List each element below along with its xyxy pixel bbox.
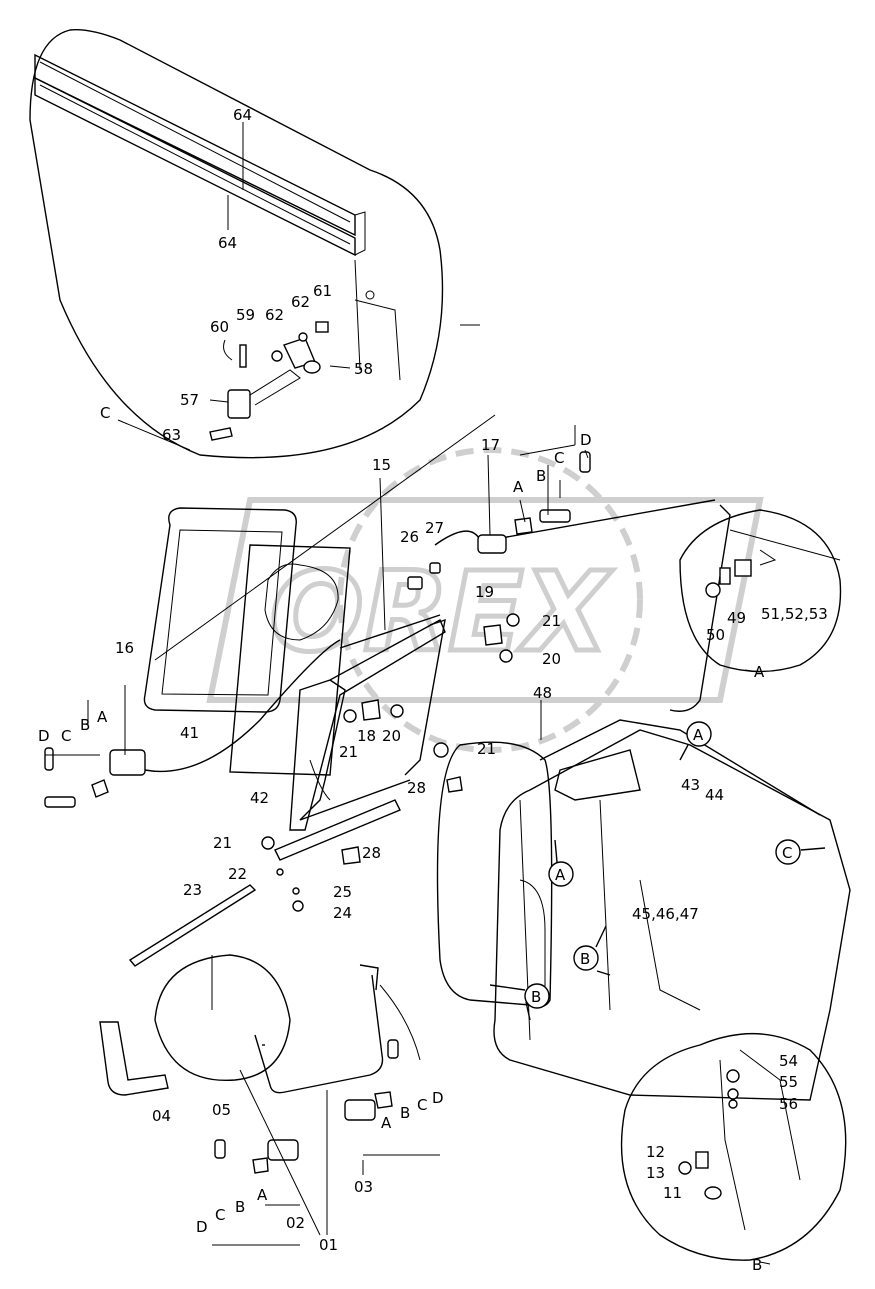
sub-top-C: C <box>554 449 564 467</box>
label-20b: 20 <box>382 727 401 745</box>
label-64-bottom: 64 <box>218 234 237 252</box>
label-62b: 62 <box>265 306 284 324</box>
label-17: 17 <box>481 436 500 454</box>
detail-view-c <box>29 29 480 459</box>
sub-left-B: B <box>80 716 90 734</box>
sub-top-A: A <box>513 478 524 496</box>
label-24: 24 <box>333 904 352 922</box>
label-43: 43 <box>681 776 700 794</box>
callout-letters: A A B B C <box>531 726 792 1006</box>
sub-r03-C: C <box>417 1096 427 1114</box>
label-20a: 20 <box>542 650 561 668</box>
sub-r02-A: A <box>257 1186 268 1204</box>
label-56: 56 <box>779 1095 798 1113</box>
label-58: 58 <box>354 360 373 378</box>
label-B-detail: B <box>752 1256 762 1274</box>
sub-top-D: D <box>580 431 592 449</box>
label-61: 61 <box>313 282 332 300</box>
label-55: 55 <box>779 1073 798 1091</box>
callout-A-roof: A <box>693 726 704 744</box>
label-05: 05 <box>212 1101 231 1119</box>
label-15: 15 <box>372 456 391 474</box>
sub-top-B: B <box>536 467 546 485</box>
label-26: 26 <box>400 528 419 546</box>
label-28a: 28 <box>407 779 426 797</box>
label-23: 23 <box>183 881 202 899</box>
label-42: 42 <box>250 789 269 807</box>
label-50: 50 <box>706 626 725 644</box>
label-64-top: 64 <box>233 106 252 124</box>
label-60: 60 <box>210 318 229 336</box>
sub-left-A: A <box>97 708 108 726</box>
callout-C-rear: C <box>782 844 792 862</box>
watermark: OREX <box>206 447 764 753</box>
label-57: 57 <box>180 391 199 409</box>
callout-B-pillar2: B <box>531 988 541 1006</box>
label-01: 01 <box>319 1236 338 1254</box>
cab-structure <box>44 414 851 1265</box>
label-63: 63 <box>162 426 181 444</box>
label-51-53: 51,52,53 <box>761 605 828 623</box>
label-54: 54 <box>779 1052 798 1070</box>
label-A-detail: A <box>754 663 765 681</box>
part-labels: 64 64 61 62 59 62 60 58 57 63 C 17 15 16… <box>100 106 828 1274</box>
label-49: 49 <box>727 609 746 627</box>
watermark-text: OREX <box>270 548 613 676</box>
callout-B-pillar1: B <box>580 950 590 968</box>
sub-left-D: D <box>38 727 50 745</box>
label-41: 41 <box>180 724 199 742</box>
label-21b: 21 <box>339 743 358 761</box>
label-21d: 21 <box>213 834 232 852</box>
label-44: 44 <box>705 786 724 804</box>
label-21a: 21 <box>542 612 561 630</box>
label-21c: 21 <box>477 740 496 758</box>
sub-letter-labels: A B C D D C B A A B C D A B C D <box>38 431 592 1236</box>
label-19: 19 <box>475 583 494 601</box>
sub-r03-D: D <box>432 1089 444 1107</box>
label-13: 13 <box>646 1164 665 1182</box>
label-18: 18 <box>357 727 376 745</box>
sub-r02-C: C <box>215 1206 225 1224</box>
callout-A-front: A <box>555 866 566 884</box>
label-04: 04 <box>152 1107 171 1125</box>
sub-r03-A: A <box>381 1114 392 1132</box>
label-45-47: 45,46,47 <box>632 905 699 923</box>
sub-r02-D: D <box>196 1218 208 1236</box>
label-16: 16 <box>115 639 134 657</box>
label-25: 25 <box>333 883 352 901</box>
sub-r03-B: B <box>400 1104 410 1122</box>
label-12: 12 <box>646 1143 665 1161</box>
label-11: 11 <box>663 1184 682 1202</box>
label-C-detail: C <box>100 404 110 422</box>
label-22: 22 <box>228 865 247 883</box>
sub-r02-B: B <box>235 1198 245 1216</box>
label-48: 48 <box>533 684 552 702</box>
label-02: 02 <box>286 1214 305 1232</box>
label-59: 59 <box>236 306 255 324</box>
sub-left-C: C <box>61 727 71 745</box>
label-28b: 28 <box>362 844 381 862</box>
label-03: 03 <box>354 1178 373 1196</box>
label-27: 27 <box>425 519 444 537</box>
label-62a: 62 <box>291 293 310 311</box>
